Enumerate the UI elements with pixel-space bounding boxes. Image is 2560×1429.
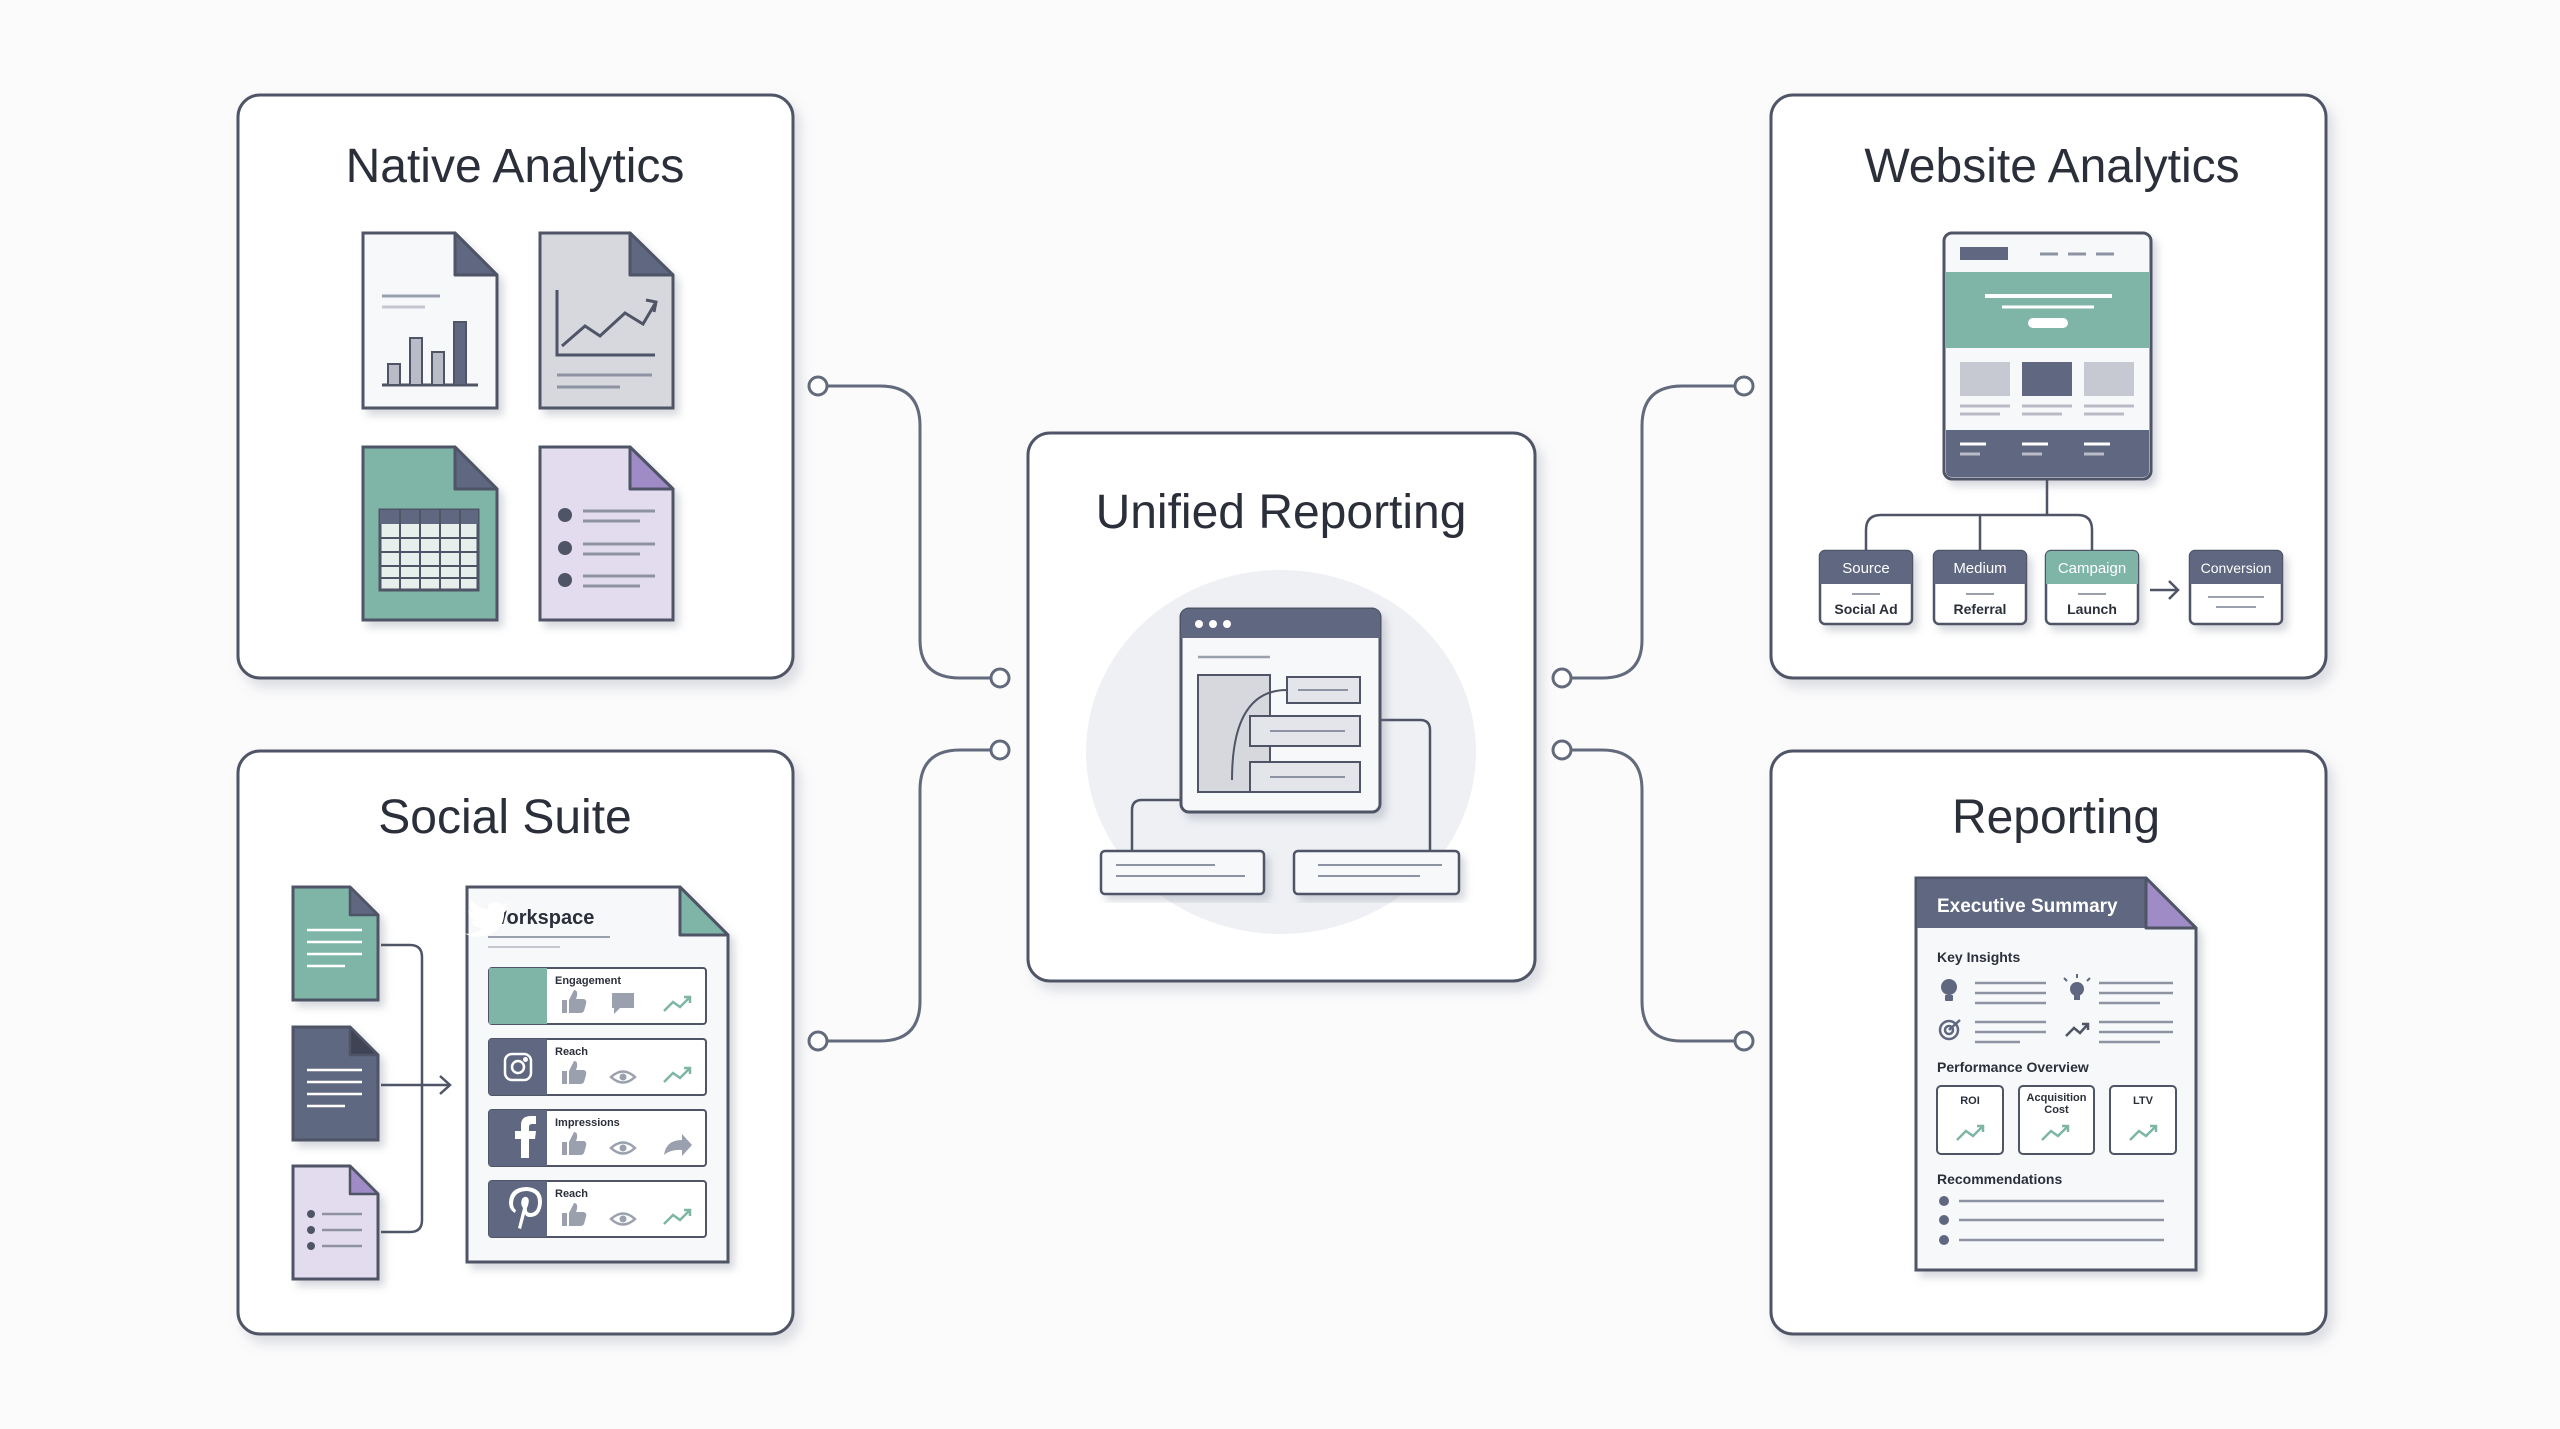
connector-node: [1551, 739, 1573, 761]
connector-node: [1733, 1030, 1755, 1052]
step-label: Medium: [1953, 560, 2006, 577]
spreadsheet-document-icon: [361, 445, 499, 622]
trend-up-icon: [663, 1208, 692, 1225]
share-icon: [664, 1134, 692, 1156]
panel-website-analytics: Website Analytics: [1769, 93, 2328, 680]
funnel-step-conversion: Conversion: [2188, 549, 2284, 626]
funnel-step-source: Source Social Ad: [1818, 549, 1914, 626]
like-icon: [562, 990, 587, 1013]
executive-summary-document: Executive Summary Key Insights: [1914, 876, 2198, 1272]
panel-native-analytics: Native Analytics: [236, 93, 795, 680]
panel-title: Social Suite: [378, 791, 631, 844]
panel-title: Unified Reporting: [1096, 486, 1467, 539]
social-row-instagram: Reach: [488, 1038, 707, 1096]
panel-social-suite: Social Suite: [236, 749, 795, 1336]
trend-up-icon: [2065, 1022, 2090, 1037]
comment-icon: [612, 993, 634, 1014]
bar-chart-document-icon: [361, 231, 499, 410]
funnel-step-medium: Medium Referral: [1932, 549, 2028, 626]
twitter-icon: [464, 899, 509, 937]
dashboard-illustration-icon: [1086, 570, 1476, 934]
arrow-right-icon: [2150, 580, 2180, 600]
step-label: Source: [1842, 560, 1890, 577]
eye-icon: [609, 1070, 637, 1084]
metric-label: Impressions: [555, 1117, 620, 1129]
kpi-label: LTV: [2133, 1095, 2154, 1107]
social-row-pinterest: Reach: [488, 1180, 707, 1238]
kpi-label: Acquisition Cost: [2026, 1092, 2087, 1116]
connectors: [818, 384, 1744, 1043]
panel-title: Website Analytics: [1864, 140, 2239, 193]
panel-title: Reporting: [1952, 791, 2160, 844]
connector-node: [1733, 375, 1755, 397]
eye-icon: [609, 1212, 637, 1226]
like-icon: [562, 1132, 587, 1155]
connector-unified-to-reporting: [1562, 748, 1744, 1043]
step-label: Conversion: [2201, 560, 2272, 576]
connector-node: [989, 667, 1011, 689]
connector-nodes: [807, 375, 1755, 1052]
connector-native-to-unified: [818, 384, 1000, 680]
metric-label: Engagement: [555, 975, 621, 987]
metric-label: Reach: [555, 1188, 588, 1200]
teal-document-icon: [291, 885, 380, 1002]
funnel-step-campaign: Campaign Launch: [2044, 549, 2140, 626]
metric-label: Reach: [555, 1046, 588, 1058]
section-heading: Performance Overview: [1937, 1059, 2089, 1075]
lavender-document-icon: [291, 1164, 380, 1281]
connector-unified-to-website: [1562, 384, 1744, 680]
connector-social-to-unified: [818, 748, 1000, 1043]
eye-icon: [609, 1141, 637, 1155]
facebook-icon: [515, 1116, 536, 1158]
connector-node: [807, 1030, 829, 1052]
line-chart-document-icon: [538, 231, 675, 410]
trend-up-icon: [2041, 1124, 2070, 1141]
step-value: Launch: [2067, 601, 2117, 617]
workspace-card: Workspace Engagement: [464, 885, 730, 1264]
panel-unified-reporting: Unified Reporting: [1026, 431, 1537, 983]
pinterest-icon: [509, 1187, 542, 1229]
like-icon: [562, 1203, 587, 1226]
section-heading: Recommendations: [1937, 1171, 2062, 1187]
step-label: Campaign: [2058, 560, 2126, 577]
connector-node: [1551, 667, 1573, 689]
kpi-card-acquisition-cost: Acquisition Cost: [2018, 1085, 2095, 1155]
kpi-label: ROI: [1960, 1095, 1980, 1107]
connector-node: [807, 375, 829, 397]
instagram-icon: [503, 1052, 533, 1082]
social-row-facebook: Impressions: [488, 1109, 707, 1167]
step-value: Referral: [1954, 601, 2007, 617]
social-row-twitter: Engagement: [464, 899, 707, 1025]
section-heading: Key Insights: [1937, 949, 2020, 965]
idea-spark-icon: [2063, 974, 2091, 1000]
slate-document-icon: [291, 1025, 380, 1142]
doc-header: Executive Summary: [1937, 896, 2118, 917]
panel-reporting: Reporting Executive Summary Key Insights: [1769, 749, 2328, 1336]
panel-title: Native Analytics: [346, 140, 685, 193]
kpi-card-ltv: LTV: [2109, 1085, 2177, 1155]
trend-up-icon: [663, 1066, 692, 1083]
step-value: Social Ad: [1834, 601, 1897, 617]
trend-up-icon: [2129, 1124, 2158, 1141]
target-icon: [1938, 1019, 1961, 1041]
workspace-title: Workspace: [488, 907, 594, 929]
kpi-card-roi: ROI: [1936, 1085, 2004, 1155]
bullet-list-document-icon: [538, 445, 675, 622]
trend-up-icon: [1956, 1124, 1985, 1141]
connector-node: [989, 739, 1011, 761]
lightbulb-icon: [1941, 979, 1957, 1001]
webpage-mockup-icon: [1942, 231, 2153, 481]
like-icon: [562, 1061, 587, 1084]
trend-up-icon: [663, 995, 692, 1012]
